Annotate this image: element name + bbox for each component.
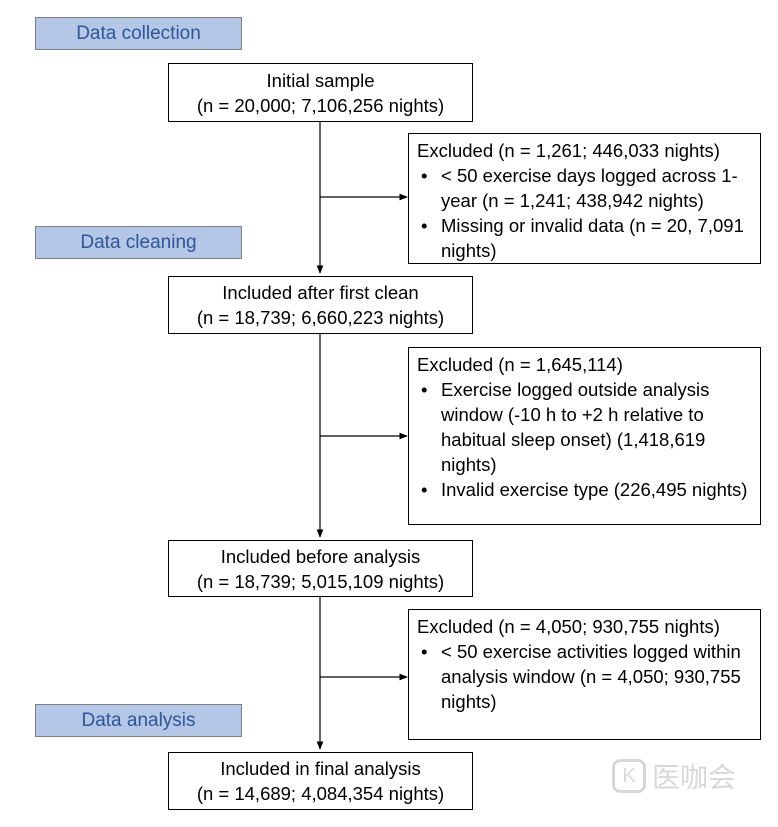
- phase-collection-text: Data collection: [76, 22, 201, 44]
- exclusion-1-item: Missing or invalid data (n = 20, 7,091 n…: [417, 213, 752, 263]
- phase-cleaning-text: Data cleaning: [80, 231, 197, 253]
- exclusion-3-heading: Excluded (n = 4,050; 930,755 nights): [417, 616, 720, 637]
- exclusion-2-list: Exercise logged outside analysis window …: [417, 377, 752, 502]
- exclusion-box-2: Excluded (n = 1,645,114) Exercise logged…: [408, 347, 761, 525]
- exclusion-box-1: Excluded (n = 1,261; 446,033 nights) < 5…: [408, 133, 761, 264]
- initial-line1: Initial sample: [266, 69, 375, 91]
- exclusion-1-heading: Excluded (n = 1,261; 446,033 nights): [417, 140, 720, 161]
- box-initial-sample: Initial sample (n = 20,000; 7,106,256 ni…: [168, 63, 473, 122]
- exclusion-3-list: < 50 exercise activities logged within a…: [417, 639, 752, 714]
- exclusion-1-item: < 50 exercise days logged across 1-year …: [417, 163, 752, 213]
- exclusion-1-list: < 50 exercise days logged across 1-year …: [417, 163, 752, 263]
- final-line1: Included in final analysis: [220, 758, 421, 779]
- exclusion-box-3: Excluded (n = 4,050; 930,755 nights) < 5…: [408, 609, 761, 740]
- watermark-text: 医咖会: [652, 762, 737, 793]
- phase-analysis-text: Data analysis: [81, 709, 196, 731]
- phase-label-analysis: Data analysis: [35, 704, 242, 737]
- phase-label-collection: Data collection: [35, 17, 242, 50]
- box-first-clean: Included after first clean (n = 18,739; …: [168, 276, 473, 334]
- watermark: K 医咖会: [612, 752, 772, 800]
- box-final-analysis: Included in final analysis (n = 14,689; …: [168, 752, 473, 810]
- watermark-logo-icon: K: [612, 759, 646, 793]
- exclusion-2-item: Invalid exercise type (226,495 nights): [417, 477, 752, 502]
- initial-line2: (n = 20,000; 7,106,256 nights): [196, 94, 445, 116]
- before-analysis-line1: Included before analysis: [220, 545, 421, 567]
- exclusion-2-item: Exercise logged outside analysis window …: [417, 377, 752, 477]
- exclusion-3-item: < 50 exercise activities logged within a…: [417, 639, 752, 714]
- phase-label-cleaning: Data cleaning: [35, 226, 242, 259]
- box-before-analysis: Included before analysis (n = 18,739; 5,…: [168, 540, 473, 597]
- final-line2: (n = 14,689; 4,084,354 nights): [196, 783, 445, 804]
- first-clean-line1: Included after first clean: [222, 282, 419, 303]
- before-analysis-line2: (n = 18,739; 5,015,109 nights): [196, 570, 445, 592]
- exclusion-2-heading: Excluded (n = 1,645,114): [417, 354, 623, 375]
- first-clean-line2: (n = 18,739; 6,660,223 nights): [196, 307, 445, 328]
